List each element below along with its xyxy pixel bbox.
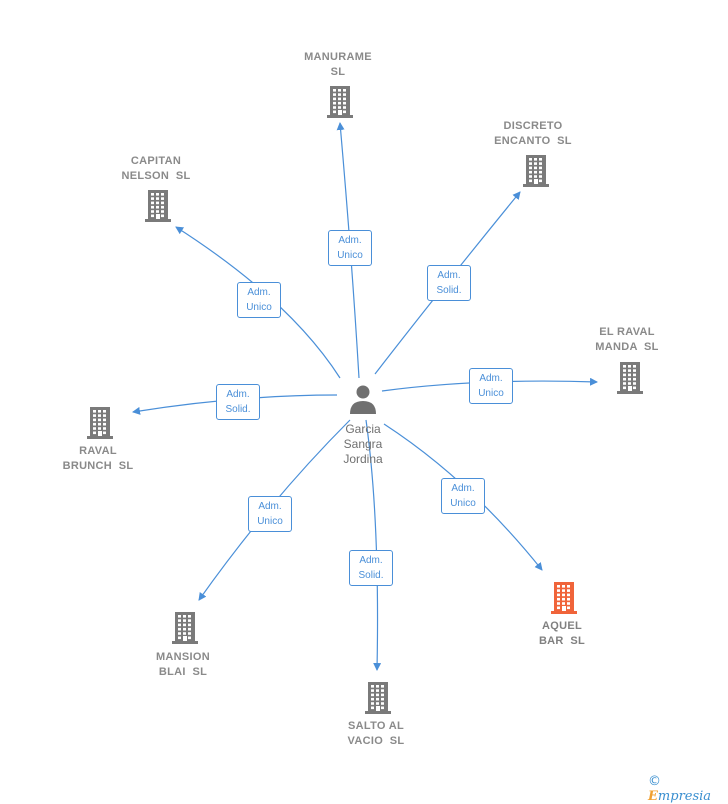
company-node-aquel[interactable]: AQUEL BAR SL [492,619,632,649]
building-icon [523,155,549,187]
building-icon [145,190,171,222]
person-name-line: Jordina [343,452,383,466]
company-name-line: MANSION [155,651,211,663]
company-name-line: BRUNCH SL [62,460,134,472]
person-icon [350,385,376,414]
brand-initial: E [648,789,658,804]
building-icon [172,612,198,644]
company-node-raval[interactable]: RAVAL BRUNCH SL [28,444,168,474]
company-name-line: VACIO SL [347,735,405,747]
edge-salto [365,419,382,671]
edge-role-text: Solid. [225,404,251,415]
building-icon [365,682,391,714]
building-icon [617,362,643,394]
company-node-salto[interactable]: SALTO AL VACIO SL [306,719,446,749]
edge-role-tag: Adm. Unico [237,282,281,318]
edge-role-text: Adm. [451,483,475,494]
company-name-line: EL RAVAL [599,326,655,338]
company-name-line: MANDA SL [595,341,659,353]
edge-role-tag: Adm. Unico [328,230,372,266]
company-node-manurame[interactable]: MANURAME SL [268,50,408,80]
edge-role-text: Unico [450,498,476,509]
company-name-line: ENCANTO SL [494,135,572,147]
building-icon [551,582,577,614]
edge-role-text: Unico [257,516,283,527]
company-node-elraval[interactable]: EL RAVAL MANDA SL [557,325,697,355]
company-name-line: CAPITAN [130,155,182,167]
company-name-line: BAR SL [538,635,586,647]
company-name-line: MANURAME [304,51,372,63]
edge-role-text: Adm. [247,287,271,298]
brand-footer: © Empresia [648,774,728,804]
company-name-line: AQUEL [542,620,582,632]
edge-role-tag: Adm. Unico [441,478,485,514]
edge-role-text: Unico [478,388,504,399]
edge-role-tag: Adm. Solid. [216,384,260,420]
edge-role-text: Solid. [436,285,462,296]
company-node-discreto[interactable]: DISCRETO ENCANTO SL [463,119,603,149]
company-name-line: DISCRETO [503,120,563,132]
edge-role-text: Adm. [338,235,362,246]
copyright-symbol: © [648,774,661,789]
building-icon [327,86,353,118]
edge-role-text: Adm. [258,501,282,512]
edge-role-text: Adm. [479,373,503,384]
brand-name: mpresia [657,789,712,804]
company-name-line: SALTO AL [348,720,404,732]
edge-role-text: Unico [337,250,363,261]
edge-role-text: Unico [246,302,272,313]
edge-role-text: Adm. [226,389,250,400]
company-node-capitan[interactable]: CAPITAN NELSON SL [86,154,226,184]
edge-role-text: Adm. [359,555,383,566]
edge-role-text: Solid. [358,570,384,581]
building-icon [87,407,113,439]
company-node-mansion[interactable]: MANSION BLAI SL [113,650,253,680]
edge-role-tag: Adm. Solid. [427,265,471,301]
edge-role-tag: Adm. Solid. [349,550,393,586]
person-name-line: Garcia [345,422,381,436]
person-name-line: Sangra [343,437,383,451]
edge-role-text: Adm. [437,270,461,281]
company-name-line: NELSON SL [121,170,191,182]
company-name-line: SL [330,66,346,78]
company-name-line: RAVAL [79,445,117,457]
edge-role-tag: Adm. Unico [469,368,513,404]
company-name-line: BLAI SL [158,666,208,678]
edge-role-tag: Adm. Unico [248,496,292,532]
